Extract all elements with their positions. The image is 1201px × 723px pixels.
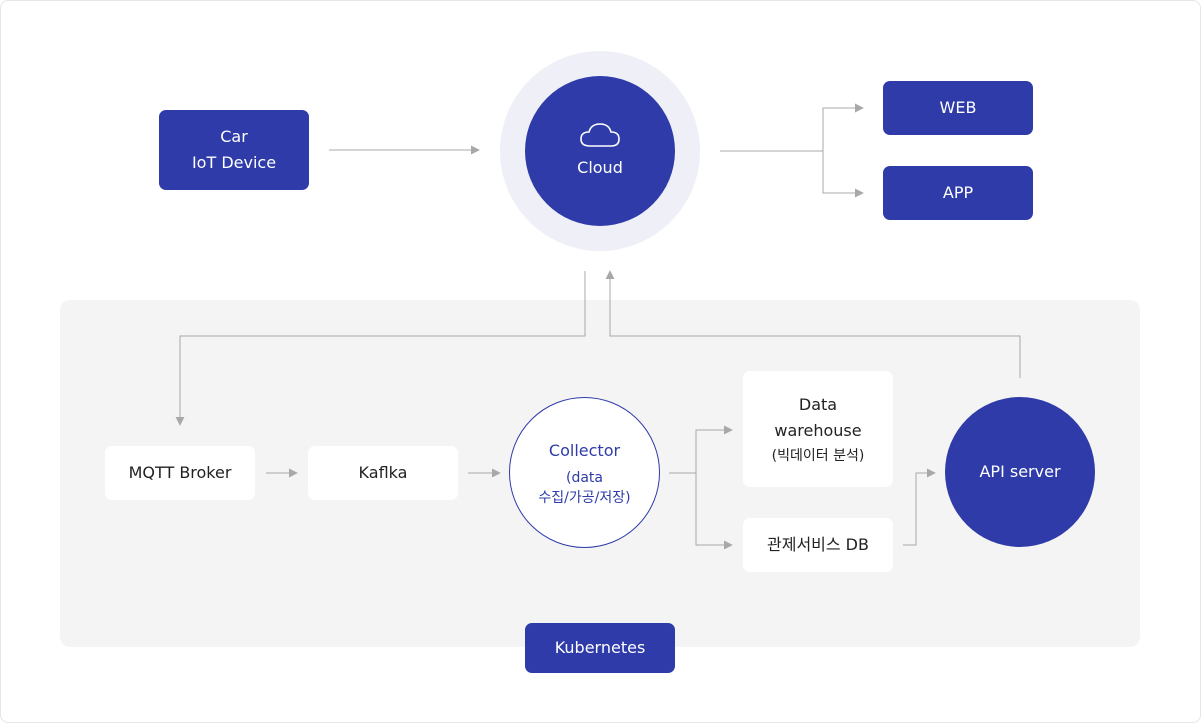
edge-cloud-to-mqtt [175,271,586,426]
kafka-node: Kaflka [308,446,458,500]
mqtt-broker-label: MQTT Broker [128,463,232,482]
edge-api-to-cloud [605,270,1021,378]
collector-node: Collector (data 수집/가공/저장) [509,397,660,548]
cloud-label: Cloud [577,158,623,177]
kafka-label: Kaflka [358,463,408,482]
app-label: APP [942,183,974,202]
edge-cloud-to-app [822,151,864,198]
edge-collector-to-dw [695,425,733,473]
data-warehouse-node: Data warehouse (빅데이터 분석) [743,371,893,487]
data-warehouse-line2: warehouse [774,421,862,440]
control-service-db-label: 관제서비스 DB [767,535,869,554]
control-service-db-node: 관제서비스 DB [743,518,893,572]
car-iot-device-node: Car IoT Device [159,110,309,190]
kubernetes-label-box: Kubernetes [525,623,675,673]
edge-db-to-api [903,468,936,546]
api-server-node: API server [945,397,1095,547]
web-node: WEB [883,81,1033,135]
cloud-icon [580,123,620,147]
iot-device-label: IoT Device [191,153,277,172]
web-label: WEB [939,98,977,117]
mqtt-broker-node: MQTT Broker [105,446,255,500]
car-label: Car [220,127,248,146]
data-warehouse-sub: (빅데이터 분석) [771,448,865,464]
collector-desc-line1: (data [566,469,603,486]
edge-cloud-to-web [822,103,864,151]
app-node: APP [883,166,1033,220]
kubernetes-label: Kubernetes [554,638,646,657]
edge-collector-to-db [695,473,733,550]
cloud-node: Cloud [525,76,675,226]
data-warehouse-line1: Data [798,395,838,414]
collector-desc-line2: 수집/가공/저장) [538,489,631,506]
collector-title: Collector [548,440,621,460]
api-server-label: API server [979,462,1061,481]
